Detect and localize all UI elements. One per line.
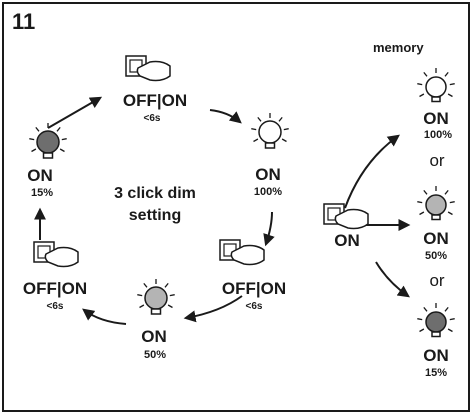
light-ray <box>59 148 65 153</box>
right-lamp-label: ON <box>255 165 281 184</box>
light-ray <box>251 128 257 131</box>
light-ray <box>56 126 61 132</box>
left-switch-sub: <6s <box>46 301 64 312</box>
arrow-right-lamp-to-right-switch <box>263 211 275 247</box>
arrow-memory-to-100 <box>344 134 400 209</box>
light-ray <box>281 138 287 143</box>
light-ray <box>257 116 262 122</box>
figure-number: 11 <box>12 9 36 34</box>
hand-press-switch-icon <box>219 239 265 266</box>
light-ray <box>417 318 423 321</box>
light-ray <box>449 83 455 86</box>
light-ray <box>444 189 449 195</box>
light-ray <box>447 211 453 216</box>
memory-option-sub: 15% <box>424 367 448 379</box>
arrow-left-lamp-to-top-switch <box>47 96 103 129</box>
right-lamp-sub: 100% <box>253 186 283 198</box>
light-ray <box>419 93 425 98</box>
light-ray <box>167 304 173 309</box>
memory-option-label: ON <box>423 346 449 365</box>
left-lamp-sub: 15% <box>30 187 54 199</box>
hand-press-switch-icon <box>125 55 171 82</box>
arrow-bottom-lamp-to-left-switch <box>82 308 127 325</box>
light-ray <box>449 201 455 204</box>
light-ray <box>444 306 449 312</box>
right-switch-sub: <6s <box>245 301 263 312</box>
light-ray <box>283 128 289 131</box>
memory-lightbulb-half-icon <box>417 186 455 221</box>
memory-option-label: ON <box>423 229 449 248</box>
top-switch-label: OFF|ON <box>122 91 188 110</box>
arrow-memory-to-15 <box>375 261 410 298</box>
light-ray <box>164 282 169 288</box>
right-switch-label: OFF|ON <box>221 279 287 298</box>
left-switch-label: OFF|ON <box>22 279 88 298</box>
light-ray <box>61 138 67 141</box>
memory-lightbulb-dim-icon <box>417 303 455 338</box>
left-lamp-label: ON <box>27 166 53 185</box>
hand-press-switch-icon <box>323 203 369 230</box>
light-ray <box>278 116 283 122</box>
center-title: 3 click dim <box>114 185 196 202</box>
light-ray <box>143 282 148 288</box>
memory-label: memory <box>373 40 424 55</box>
memory-option-label: ON <box>423 109 449 128</box>
memory-lightbulb-full-icon <box>417 68 455 103</box>
lightbulb-half-icon <box>137 279 175 315</box>
light-ray <box>447 328 453 333</box>
center-subtitle: setting <box>128 207 182 224</box>
light-ray <box>139 304 145 309</box>
memory-option-sub: 100% <box>423 129 453 141</box>
light-ray <box>423 189 428 195</box>
light-ray <box>31 148 37 153</box>
bottom-lamp-label: ON <box>141 327 167 346</box>
light-ray <box>417 201 423 204</box>
hand-press-switch-icon <box>33 241 79 268</box>
top-switch-sub: <6s <box>143 113 161 124</box>
memory-separator: or <box>429 151 445 170</box>
lightbulb-full-icon <box>251 113 289 149</box>
light-ray <box>444 71 449 77</box>
light-ray <box>449 318 455 321</box>
light-ray <box>423 306 428 312</box>
light-ray <box>29 138 35 141</box>
memory-trigger-label: ON <box>334 231 360 250</box>
light-ray <box>169 294 175 297</box>
light-ray <box>419 328 425 333</box>
light-ray <box>417 83 423 86</box>
light-ray <box>447 93 453 98</box>
light-ray <box>35 126 40 132</box>
light-ray <box>423 71 428 77</box>
light-ray <box>253 138 259 143</box>
arrow-top-switch-to-right-lamp <box>209 109 242 124</box>
memory-separator: or <box>429 271 445 290</box>
bottom-lamp-sub: 50% <box>143 349 167 361</box>
memory-option-sub: 50% <box>424 250 448 262</box>
light-ray <box>137 294 143 297</box>
arrow-right-switch-to-bottom-lamp <box>183 295 243 323</box>
light-ray <box>419 211 425 216</box>
lightbulb-dim-icon <box>29 123 67 159</box>
